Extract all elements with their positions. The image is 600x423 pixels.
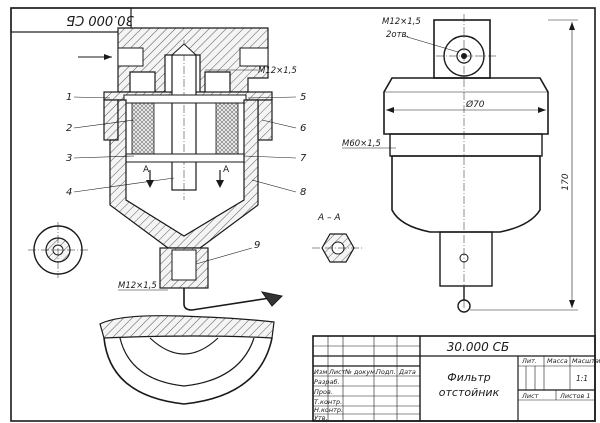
bottom-bracket-view xyxy=(99,315,275,405)
side-view: Ø70 M60×1,5 170 M12×1,5 2отв. xyxy=(342,14,578,313)
scale-value: 1:1 xyxy=(576,374,588,383)
bowl-body xyxy=(109,99,259,249)
callout-5: 5 xyxy=(300,92,306,103)
callout-4: 4 xyxy=(66,187,72,198)
row-utv: Утв. xyxy=(314,414,328,422)
callout-leaders xyxy=(73,96,297,265)
sheets-label: Листов 1 xyxy=(559,392,590,400)
thread-side-label: M12×1,5 xyxy=(382,17,421,27)
filter-element-left xyxy=(131,99,155,157)
filter-element-right xyxy=(215,99,239,157)
scale-label: Масштаб xyxy=(572,357,600,365)
title-name-2: отстойник xyxy=(439,386,500,399)
section-mark-left: A xyxy=(143,165,150,175)
holes-note: 2отв. xyxy=(386,30,409,40)
main-section-view: A A M12×1,5 M12×1,5 xyxy=(78,27,297,311)
title-code: 30.000 СБ xyxy=(447,340,509,354)
diameter-label: Ø70 xyxy=(465,99,485,110)
th-dokum: № докум. xyxy=(344,368,377,376)
callout-3: 3 xyxy=(66,153,72,164)
height-label: 170 xyxy=(561,173,571,190)
callout-9: 9 xyxy=(254,240,260,251)
row-razrab: Разраб. xyxy=(314,378,340,386)
nut-top-view xyxy=(28,222,90,278)
callout-8: 8 xyxy=(300,187,306,198)
title-block: Изм Лист № докум. Подп. Дата Разраб. Про… xyxy=(312,335,600,422)
stamp-code: 30.000 СБ xyxy=(66,12,134,27)
section-a-a: A – A xyxy=(312,213,364,263)
thread-label-top: M12×1,5 xyxy=(258,66,297,76)
thread-body-label: M60×1,5 xyxy=(342,139,381,149)
th-data: Дата xyxy=(398,368,416,376)
title-name-1: Фильтр xyxy=(447,371,491,384)
row-prov: Пров. xyxy=(314,388,333,396)
lit-label: Лит. xyxy=(521,357,537,365)
callout-7: 7 xyxy=(300,153,307,164)
sheet-frame xyxy=(10,7,596,422)
row-nkontr: Н.контр. xyxy=(314,406,343,414)
section-mark-right: A xyxy=(223,165,230,175)
sheet-label: Лист xyxy=(521,392,539,400)
callout-2: 2 xyxy=(66,123,72,134)
th-izm: Изм xyxy=(314,368,327,376)
callout-numbers: 1 2 3 4 5 6 7 8 9 xyxy=(66,92,307,251)
callout-1: 1 xyxy=(66,92,72,103)
stamp-box: 30.000 СБ xyxy=(10,7,134,33)
mass-label: Масса xyxy=(547,357,568,365)
thread-label-bottom: M12×1,5 xyxy=(118,281,157,291)
drain-handle xyxy=(183,288,271,311)
th-podp: Подп. xyxy=(376,368,396,376)
section-title: A – A xyxy=(317,213,341,223)
callout-6: 6 xyxy=(300,123,306,134)
row-tkontr: Т.контр. xyxy=(314,398,342,406)
th-list: Лист xyxy=(328,368,346,376)
